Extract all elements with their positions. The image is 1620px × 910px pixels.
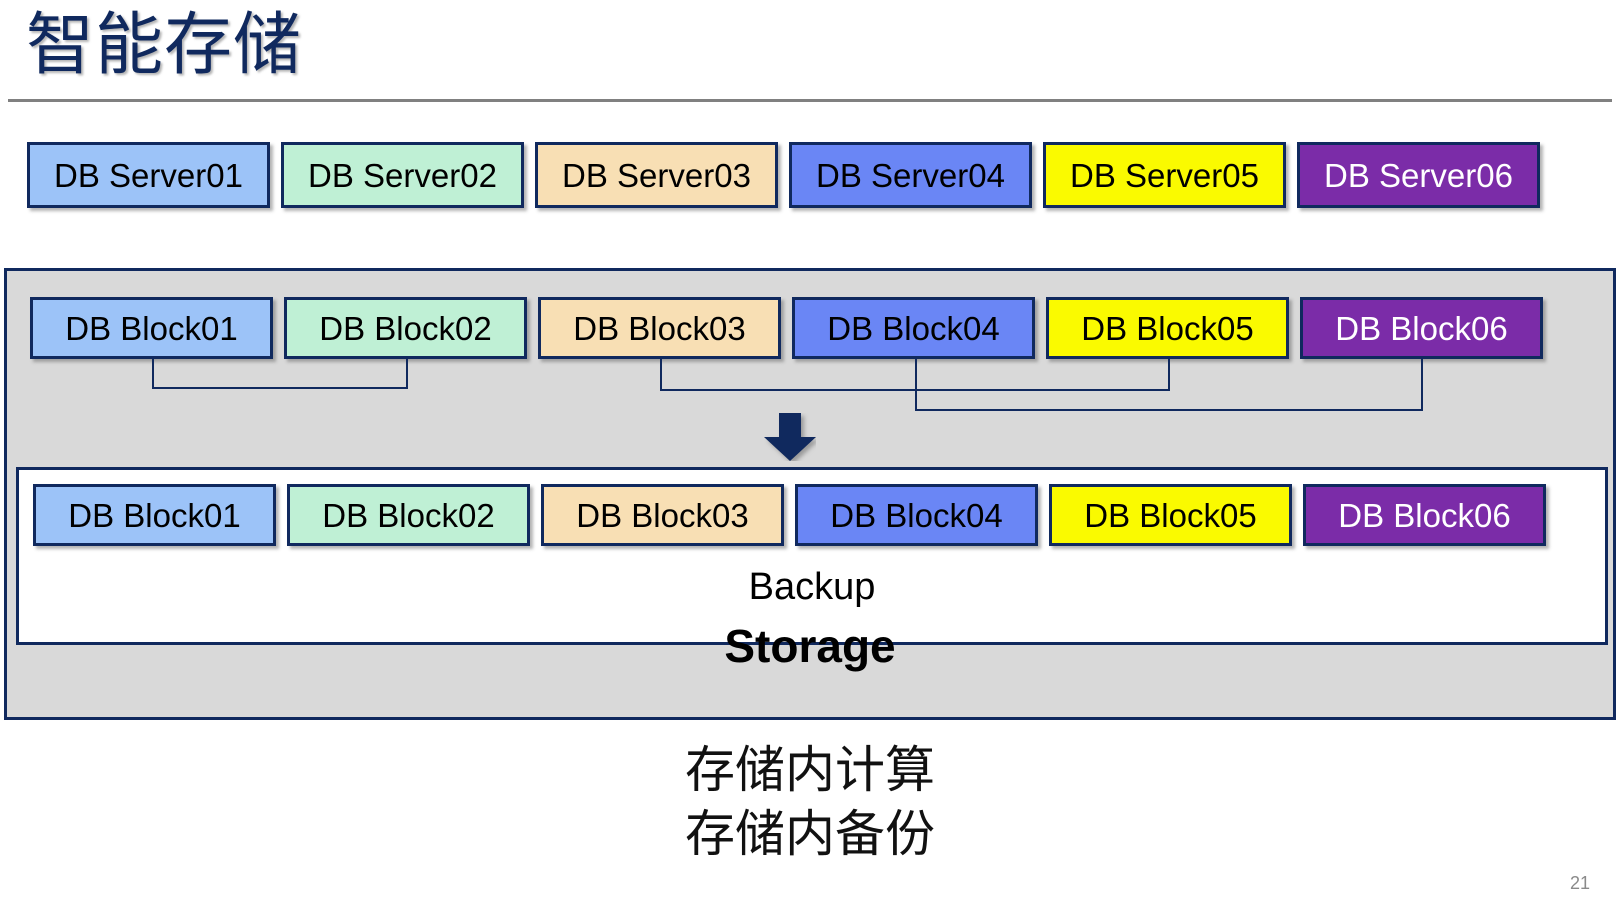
db-block-backup-box-4-label: DB Block04	[830, 496, 1003, 534]
db-block-backup-box-2: DB Block02	[287, 484, 530, 546]
down-arrow-icon	[764, 413, 816, 461]
db-block-backup-box-4: DB Block04	[795, 484, 1038, 546]
db-server-box-3: DB Server03	[535, 142, 778, 208]
db-block-backup-box-3-label: DB Block03	[576, 496, 749, 534]
db-server-box-4-label: DB Server04	[816, 156, 1005, 194]
db-block-backup-box-2-label: DB Block02	[322, 496, 495, 534]
page-title: 智能存储	[26, 7, 303, 83]
db-block-primary-box-5: DB Block05	[1046, 297, 1289, 359]
backup-label: Backup	[748, 566, 876, 608]
page-number: 21	[1569, 873, 1590, 893]
db-server-box-5: DB Server05	[1043, 142, 1286, 208]
db-block-primary-box-3: DB Block03	[538, 297, 781, 359]
db-server-box-4: DB Server04	[789, 142, 1032, 208]
connector-block01-to-block02	[152, 359, 408, 389]
db-server-box-6-label: DB Server06	[1324, 156, 1513, 194]
storage-label: Storage	[724, 620, 896, 672]
caption-line-2: 存储内备份	[685, 806, 935, 862]
db-block-backup-box-3: DB Block03	[541, 484, 784, 546]
db-block-primary-box-6-label: DB Block06	[1335, 309, 1508, 347]
db-block-primary-box-1-label: DB Block01	[65, 309, 238, 347]
db-server-box-3-label: DB Server03	[562, 156, 751, 194]
db-block-primary-box-6: DB Block06	[1300, 297, 1543, 359]
db-block-backup-box-6: DB Block06	[1303, 484, 1546, 546]
db-block-primary-box-3-label: DB Block03	[573, 309, 746, 347]
title-divider	[8, 99, 1612, 102]
caption-line-1: 存储内计算	[685, 742, 935, 798]
db-server-box-5-label: DB Server05	[1070, 156, 1259, 194]
db-block-backup-box-6-label: DB Block06	[1338, 496, 1511, 534]
db-block-primary-box-2: DB Block02	[284, 297, 527, 359]
db-block-primary-box-5-label: DB Block05	[1081, 309, 1254, 347]
storage-container: DB Block01 DB Block02 DB Block03 DB Block04…	[4, 268, 1616, 720]
db-server-box-2: DB Server02	[281, 142, 524, 208]
db-block-primary-box-4: DB Block04	[792, 297, 1035, 359]
db-block-primary-box-1: DB Block01	[30, 297, 273, 359]
db-block-backup-box-1: DB Block01	[33, 484, 276, 546]
db-block-primary-box-4-label: DB Block04	[827, 309, 1000, 347]
db-server-box-2-label: DB Server02	[308, 156, 497, 194]
backup-panel: DB Block01 DB Block02 DB Block03 DB Block04…	[16, 467, 1608, 645]
db-block-backup-box-5: DB Block05	[1049, 484, 1292, 546]
db-server-box-6: DB Server06	[1297, 142, 1540, 208]
db-block-backup-box-5-label: DB Block05	[1084, 496, 1257, 534]
db-block-backup-box-1-label: DB Block01	[68, 496, 241, 534]
db-server-box-1: DB Server01	[27, 142, 270, 208]
connector-block04-to-block06	[915, 359, 1423, 411]
db-block-primary-box-2-label: DB Block02	[319, 309, 492, 347]
caption-block: 存储内计算 存储内备份	[0, 738, 1620, 866]
db-server-box-1-label: DB Server01	[54, 156, 243, 194]
